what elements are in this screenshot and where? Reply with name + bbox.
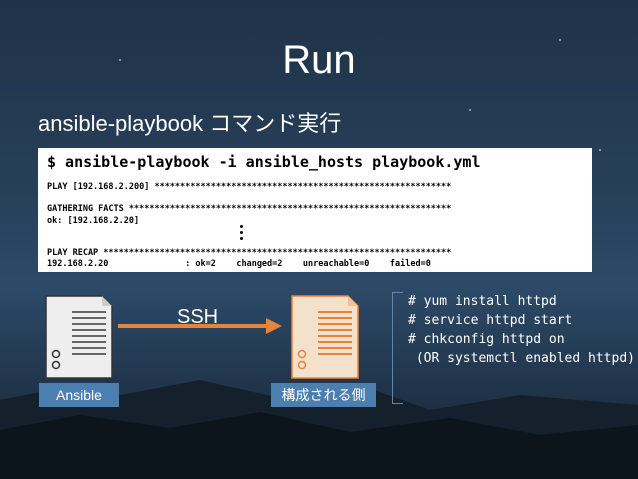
ellipsis-icon <box>238 225 246 243</box>
server-icon <box>291 295 359 379</box>
terminal-line: PLAY [192.168.2.200] *******************… <box>47 182 452 192</box>
target-server-label: 構成される側 <box>271 383 376 407</box>
server-icon <box>45 295 113 379</box>
command-line: # chkconfig httpd on <box>408 332 565 347</box>
terminal-line: GATHERING FACTS ************************… <box>47 204 452 214</box>
ansible-label: Ansible <box>39 383 119 407</box>
terminal-command: $ ansible-playbook -i ansible_hosts play… <box>47 153 481 171</box>
ssh-label: SSH <box>177 306 219 328</box>
terminal-line: ok: [192.168.2.20] <box>47 216 140 226</box>
slide-subtitle: ansible-playbook コマンド実行 <box>38 111 342 136</box>
commands-bracket <box>392 292 403 404</box>
command-line: # yum install httpd <box>408 294 557 309</box>
command-list: # yum install httpd # service httpd star… <box>408 292 635 368</box>
terminal-line: PLAY RECAP *****************************… <box>47 248 452 258</box>
terminal-output: $ ansible-playbook -i ansible_hosts play… <box>38 148 592 272</box>
slide-title: Run <box>282 38 356 82</box>
terminal-line: 192.168.2.20 : ok=2 changed=2 unreachabl… <box>47 259 431 269</box>
command-line: (OR systemctl enabled httpd) <box>408 351 635 366</box>
command-line: # service httpd start <box>408 313 573 328</box>
ssh-arrow-icon <box>118 318 282 334</box>
